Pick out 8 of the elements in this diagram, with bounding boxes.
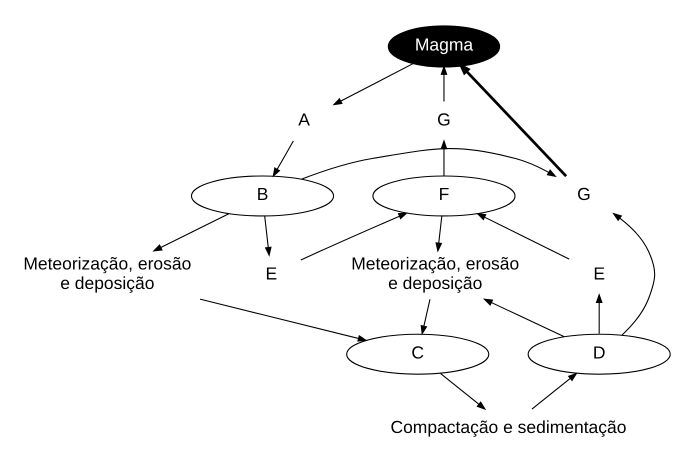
- node-text: Meteorização, erosão e deposição: [23, 253, 192, 294]
- node-text: E: [593, 263, 606, 284]
- node-text: Compactação e sedimentação: [390, 417, 626, 438]
- node-text: G: [437, 109, 451, 130]
- node-text: A: [298, 109, 310, 130]
- node-text: Meteorização, erosão e deposição: [351, 253, 520, 294]
- node-text: E: [265, 263, 278, 284]
- node-text: G: [577, 184, 591, 204]
